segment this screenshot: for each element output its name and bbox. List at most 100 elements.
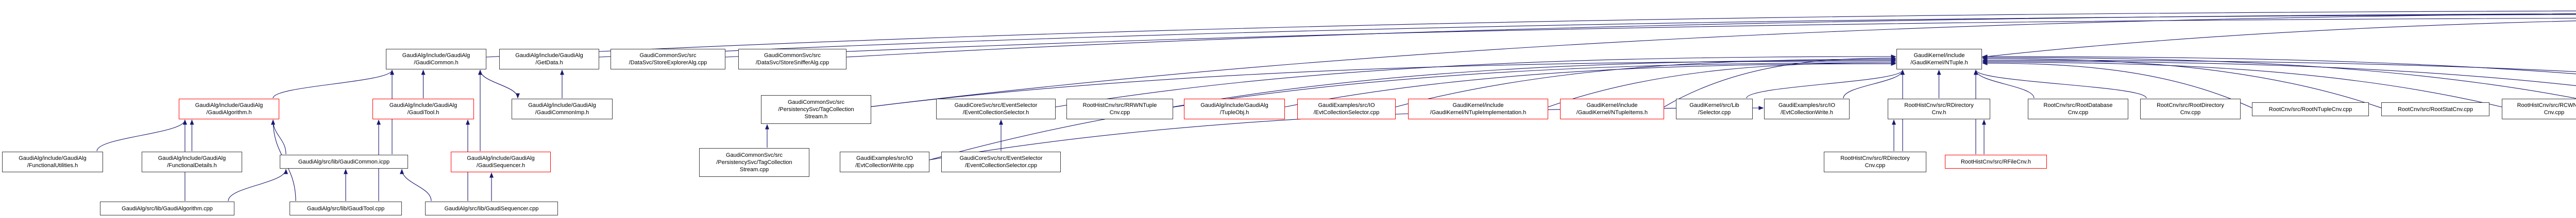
graph-edge-selector_cpp-to-ntuple_h xyxy=(1746,69,1905,99)
graph-edge-ntupleitems_h-to-ntuple_h xyxy=(1664,56,1896,107)
graph-node-gaudicommonimp-h[interactable]: GaudiAlg/include/GaudiAlg/GaudiCommonImp… xyxy=(512,99,613,119)
graph-edge-rootdatabasecnv_cpp-to-ntuple_h xyxy=(1974,69,2035,99)
graph-node-label: RootHistCnv/src/RRWNTuple xyxy=(1082,102,1157,108)
graph-node-gaudicommon-h[interactable]: GaudiAlg/include/GaudiAlg/GaudiCommon.h xyxy=(386,49,486,69)
graph-edge-randomnumberalg_h-to-ntuple_h xyxy=(1982,55,2576,75)
graph-node-rcwntuplecnv-cpp[interactable]: RootHistCnv/src/RCWNTupleCnv.cpp xyxy=(2502,99,2576,119)
graph-node-label: GaudiAlg/src/lib/GaudiTool.cpp xyxy=(307,205,385,212)
graph-node-label: /GaudiTool.h xyxy=(407,110,439,116)
graph-node-label: GaudiAlg/include/GaudiAlg xyxy=(389,102,457,108)
graph-node-label: /FunctionalUtilities.h xyxy=(27,162,78,169)
graph-node-label: GaudiCommonSvc/src xyxy=(764,52,821,59)
graph-node-evtcollwrite-h[interactable]: GaudiExamples/src/IO/EvtCollectionWrite.… xyxy=(1764,99,1850,119)
graph-edge-rntuplecnv_cpp-to-ntuple_h xyxy=(1982,59,2576,86)
graph-node-rootntuplecnv-cpp[interactable]: RootCnv/src/RootNTupleCnv.cpp xyxy=(2252,102,2369,116)
graph-node-eventcollsel-h[interactable]: GaudiCoreSvc/src/EventSelector/EventColl… xyxy=(936,99,1056,119)
graph-node-store-sniffer[interactable]: GaudiCommonSvc/src/DataSvc/StoreSnifferA… xyxy=(738,49,846,69)
graph-node-gauditool-cpp[interactable]: GaudiAlg/src/lib/GaudiTool.cpp xyxy=(290,202,402,215)
graph-node-label: /EvtCollectionWrite.h xyxy=(1781,110,1833,116)
graph-node-rootstatcnv-cpp[interactable]: RootCnv/src/RootStatCnv.cpp xyxy=(2381,102,2489,116)
graph-node-label: /DataSvc/StoreSnifferAlg.cpp xyxy=(755,60,829,66)
graph-node-label: GaudiKernel/src/Lib xyxy=(1689,102,1739,108)
graph-edge-eventcollsel_h-to-ntuple_h xyxy=(1055,55,1896,107)
graph-edge-store_explorer-to-main xyxy=(725,17,2576,58)
graph-node-functionalutilities-h[interactable]: GaudiAlg/include/GaudiAlg/FunctionalUtil… xyxy=(2,152,103,172)
graph-node-label: GaudiAlg/include/GaudiAlg xyxy=(528,102,596,108)
graph-edge-collectionclone_cpp-to-ntuple_h xyxy=(1982,58,2576,72)
graph-node-label: /PersistencySvc/TagCollection xyxy=(716,159,792,166)
graph-edge-rootstatcnv_cpp-to-ntuple_h xyxy=(1982,57,2382,108)
graph-node-label: /GaudiKernel/NTupleItems.h xyxy=(1576,110,1648,116)
graph-edge-evtcollwrite_cpp-to-ntuple_h xyxy=(929,61,1896,160)
graph-node-label: GaudiKernel/include xyxy=(1913,52,1965,59)
graph-node-getdata-h[interactable]: GaudiAlg/include/GaudiAlg/GetData.h xyxy=(499,49,599,69)
graph-node-label: GaudiCommonSvc/src xyxy=(787,99,845,105)
graph-edge-rcwntuplecnv_cpp-to-ntuple_h xyxy=(1982,60,2502,107)
graph-node-label: /DataSvc/StoreExplorerAlg.cpp xyxy=(629,60,707,66)
graph-node-eventcollsel-cpp[interactable]: GaudiCoreSvc/src/EventSelector/EventColl… xyxy=(941,152,1061,172)
graph-node-evtcollwrite-cpp[interactable]: GaudiExamples/src/IO/EvtCollectionWrite.… xyxy=(840,152,929,172)
graph-node-evtcollselector-cpp[interactable]: GaudiExamples/src/IO/EvtCollectionSelect… xyxy=(1297,99,1396,119)
graph-node-label: GaudiKernel/include xyxy=(1452,102,1504,108)
graph-node-label: RootCnv/src/RootDirectory xyxy=(2157,102,2224,108)
graph-node-label: GaudiExamples/src/IO xyxy=(1778,102,1836,108)
graph-node-rfilecnv-h[interactable]: RootHistCnv/src/RFileCnv.h xyxy=(1945,155,2047,169)
graph-node-label: /GaudiKernel/NTuple.h xyxy=(1910,60,1968,66)
graph-node-label: GaudiAlg/include/GaudiAlg xyxy=(402,52,470,59)
graph-node-label: GaudiCoreSvc/src/EventSelector xyxy=(954,102,1038,108)
graph-edge-evtcollselector_cpp-to-ntuple_h xyxy=(1395,57,1896,107)
graph-node-ntupleitems-h[interactable]: GaudiKernel/include/GaudiKernel/NTupleIt… xyxy=(1560,99,1664,119)
graph-node-label: Stream.cpp xyxy=(739,167,769,173)
graph-node-label: GaudiAlg/src/lib/GaudiCommon.icpp xyxy=(298,158,390,165)
graph-node-label: GaudiExamples/src/IO xyxy=(856,155,913,161)
graph-node-label: RootCnv/src/RootDatabase xyxy=(2043,102,2113,108)
graph-edge-ntuple_h-to-main xyxy=(1981,21,2576,58)
graph-node-label: GaudiCommonSvc/src xyxy=(725,152,783,158)
graph-node-label: RootCnv/src/RootStatCnv.cpp xyxy=(2398,106,2473,113)
graph-node-gaudialgorithm-cpp[interactable]: GaudiAlg/src/lib/GaudiAlgorithm.cpp xyxy=(100,202,234,215)
graph-node-label: Cnv.cpp xyxy=(2067,110,2089,116)
graph-node-gaudisequencer-h[interactable]: GaudiAlg/include/GaudiAlg/GaudiSequencer… xyxy=(451,152,551,172)
graph-node-ntuple-h[interactable]: GaudiKernel/include/GaudiKernel/NTuple.h xyxy=(1896,49,1982,69)
graph-edge-rootntuplecnv_cpp-to-ntuple_h xyxy=(1982,61,2252,108)
graph-node-label: RootHistCnv/src/RCWNTuple xyxy=(2517,102,2576,108)
graph-node-tagcollstream-h[interactable]: GaudiCommonSvc/src/PersistencySvc/TagCol… xyxy=(761,95,871,124)
graph-node-label: RootHistCnv/src/RFileCnv.h xyxy=(1960,158,2031,165)
graph-node-tupleobj-h[interactable]: GaudiAlg/include/GaudiAlg/TupleObj.h xyxy=(1184,99,1285,119)
graph-node-ntupleimpl-h[interactable]: GaudiKernel/include/GaudiKernel/NTupleIm… xyxy=(1408,99,1548,119)
graph-node-gaudialgorithm-h[interactable]: GaudiAlg/include/GaudiAlg/GaudiAlgorithm… xyxy=(179,99,279,119)
graph-node-label: /PersistencySvc/TagCollection xyxy=(778,106,854,113)
graph-edge-tagcollstream_h-to-ntuple_h xyxy=(871,59,1896,107)
graph-node-gaudisequencer-cpp[interactable]: GaudiAlg/src/lib/GaudiSequencer.cpp xyxy=(425,202,558,215)
graph-node-gauditool-h[interactable]: GaudiAlg/include/GaudiAlg/GaudiTool.h xyxy=(372,99,474,119)
graph-node-label: Cnv.cpp xyxy=(2544,110,2565,116)
graph-edge-evtcollwrite_h-to-ntuple_h xyxy=(1843,69,1905,99)
graph-node-store-explorer[interactable]: GaudiCommonSvc/src/DataSvc/StoreExplorer… xyxy=(611,49,725,69)
graph-node-label: RootHistCnv/src/RDirectory xyxy=(1904,102,1974,108)
graph-node-label: Cnv.cpp xyxy=(2180,110,2201,116)
graph-edge-ntuplealg_h-to-ntuple_h xyxy=(1982,56,2576,99)
graph-node-label: GaudiAlg/include/GaudiAlg xyxy=(158,155,226,161)
graph-node-label: /Selector.cpp xyxy=(1698,110,1731,116)
graph-node-label: Cnv.cpp xyxy=(1865,162,1886,169)
graph-edge-getdata_h-to-main xyxy=(599,14,2576,58)
graph-node-label: RootCnv/src/RootNTupleCnv.cpp xyxy=(2268,106,2352,113)
graph-node-functionaldetails-h[interactable]: GaudiAlg/include/GaudiAlg/FunctionalDeta… xyxy=(142,152,242,172)
graph-node-label: GaudiAlg/include/GaudiAlg xyxy=(515,52,583,59)
graph-node-selector-cpp[interactable]: GaudiKernel/src/Lib/Selector.cpp xyxy=(1676,99,1753,119)
graph-node-label: /GaudiAlgorithm.h xyxy=(206,110,252,116)
graph-node-label: GaudiCoreSvc/src/EventSelector xyxy=(959,155,1043,161)
graph-node-label: /GaudiCommon.h xyxy=(414,60,459,66)
graph-edge-gaudicommon_h-to-gaudicommonimp_h xyxy=(480,69,520,99)
graph-node-gaudicommon-icpp[interactable]: GaudiAlg/src/lib/GaudiCommon.icpp xyxy=(280,155,408,169)
graph-node-label: Stream.h xyxy=(804,114,828,120)
graph-node-label: GaudiKernel/include xyxy=(1586,102,1638,108)
graph-edge-functionalutilities_h-to-gaudialgorithm_h xyxy=(96,119,187,152)
graph-node-tagcollstream-cpp[interactable]: GaudiCommonSvc/src/PersistencySvc/TagCol… xyxy=(699,148,809,177)
graph-node-label: /TupleObj.h xyxy=(1219,110,1249,116)
